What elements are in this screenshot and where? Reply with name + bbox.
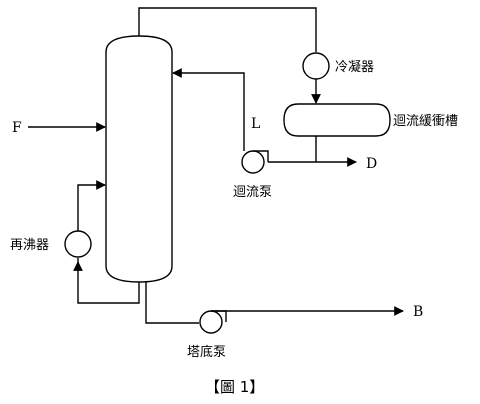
reflux-line <box>172 68 245 151</box>
reflux-drum <box>283 103 391 137</box>
condenser <box>302 52 330 80</box>
figure-caption: 【圖 1】 <box>205 378 264 396</box>
bottoms-pump <box>199 310 223 334</box>
reboiler-return-line <box>77 180 106 231</box>
reboiler <box>64 230 92 258</box>
reflux-pump-label: 迴流泵 <box>233 185 272 200</box>
overhead-vapor-line <box>138 7 317 52</box>
reflux-pump <box>241 150 265 174</box>
bottoms-label: B <box>413 304 423 320</box>
bottoms-pump-label: 塔底泵 <box>187 344 226 360</box>
feed-label: F <box>12 120 22 136</box>
reflux-pump-nozzle <box>253 150 269 162</box>
reflux-label: L <box>251 116 260 132</box>
reboiler-bottom-line <box>77 258 140 304</box>
reflux-drum-label: 迴流緩衝槽 <box>393 114 458 129</box>
bottoms-outlet-line <box>145 282 199 324</box>
reboiler-label: 再沸器 <box>10 238 49 253</box>
distillation-column <box>105 35 173 283</box>
condenser-label: 冷凝器 <box>335 59 374 75</box>
distillate-label: D <box>366 156 377 172</box>
